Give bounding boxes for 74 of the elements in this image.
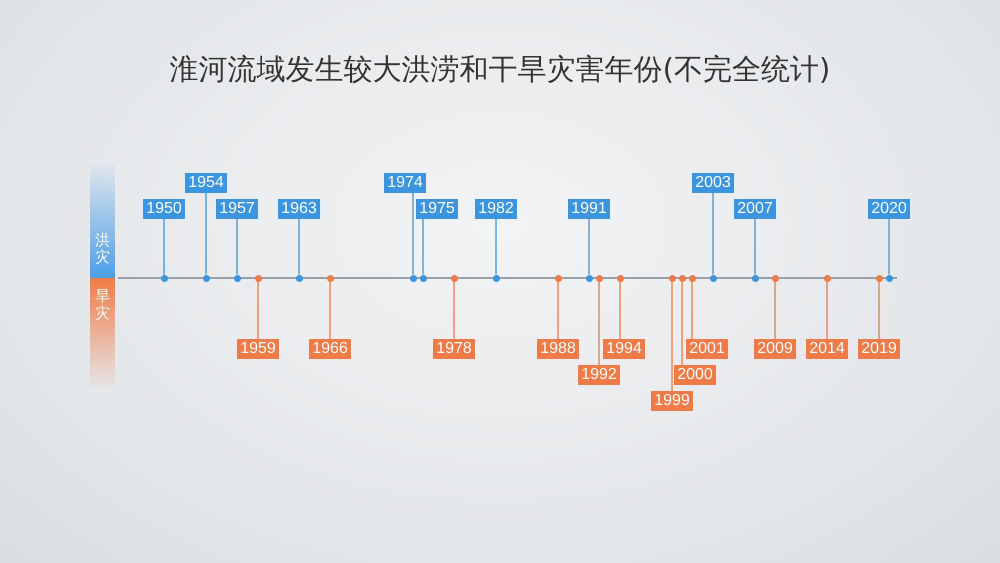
year-label: 1988 [537,339,579,359]
year-label: 1950 [143,199,185,219]
timeline-dot [710,274,716,282]
chart-title: 淮河流域发生较大洪涝和干旱灾害年份(不完全统计) [168,51,832,88]
timeline-dot [586,274,592,282]
year-label: 1994 [603,339,645,359]
year-label: 1974 [384,173,426,193]
timeline-dot [410,274,416,282]
timeline-dot [450,274,458,282]
timeline-dot [772,274,778,282]
timeline-dot [234,274,240,282]
stem-line [754,219,756,274]
year-label: 1982 [475,199,517,219]
stem-line [205,193,207,274]
year-label: 2003 [692,173,734,193]
category-band [90,278,115,390]
year-label: 1991 [568,199,610,219]
timeline-dot [824,274,830,282]
year-label: 1954 [185,173,227,193]
timeline-dot [202,274,210,282]
stem-line [588,219,590,274]
year-label: 1975 [416,199,458,219]
stem-line [619,282,621,339]
timeline-dot [596,274,602,282]
stem-line [878,282,880,339]
category-label: 洪灾 [95,232,110,265]
stem-line [298,219,300,274]
timeline-dot [254,274,262,282]
timeline-dot [420,274,426,282]
timeline-dot [616,274,624,282]
stem-line [557,282,559,339]
timeline-dot [554,274,562,282]
timeline-dot [326,274,334,282]
timeline-dot [160,274,168,282]
stem-line [163,219,165,274]
stem-line [329,282,331,339]
timeline-dot [678,274,686,282]
timeline-dot [668,274,676,282]
stem-line [598,282,600,365]
timeline-dot [492,274,500,282]
year-label: 2001 [686,339,728,359]
category-label: 旱灾 [95,288,110,321]
year-label: 1957 [216,199,258,219]
stem-line [236,219,238,274]
stem-line [422,219,424,274]
timeline-dot [886,274,892,282]
year-label: 2020 [868,199,910,219]
year-label: 2007 [734,199,776,219]
timeline-dot [876,274,882,282]
year-label: 2000 [674,365,716,385]
stem-line [888,219,890,274]
stem-line [412,193,414,274]
timeline-dot [688,274,696,282]
year-label: 1999 [651,391,693,411]
year-label: 1963 [278,199,320,219]
year-label: 1992 [578,365,620,385]
timeline-dot [752,274,758,282]
year-label: 1978 [433,339,475,359]
stem-line [453,282,455,339]
stem-line [257,282,259,339]
timeline-dot [296,274,302,282]
year-label: 1959 [237,339,279,359]
category-band [90,160,115,278]
year-label: 1966 [309,339,351,359]
stem-line [712,193,714,274]
stem-line [826,282,828,339]
year-label: 2019 [858,339,900,359]
stem-line [774,282,776,339]
year-label: 2014 [806,339,848,359]
stem-line [495,219,497,274]
stem-line [681,282,683,365]
stem-line [671,282,673,391]
stem-line [691,282,693,339]
year-label: 2009 [754,339,796,359]
